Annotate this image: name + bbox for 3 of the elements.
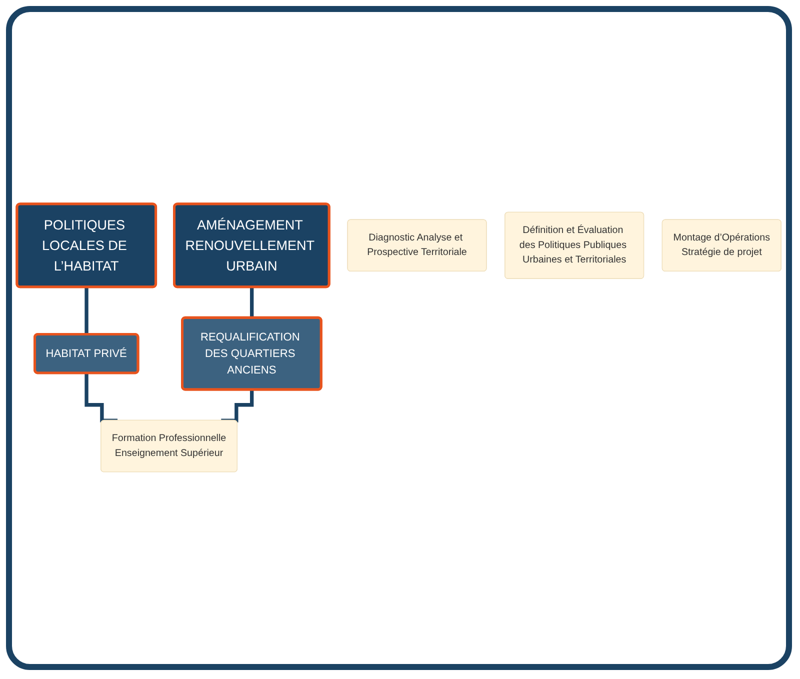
connector	[221, 388, 254, 422]
outer-frame: POLITIQUES LOCALES DE L’HABITAT AMÉNAGEMENT RENOUVELLEMENT URBAIN HABITAT PRIVÉ REQUALIFICATION DES QUARTIERS ANCIENS Diagnostic Analyse et Prospective Territoriale Définition et Évaluation des Politiques Publiques Urbaines et Territoriales Montage d’Opérations Stratégie de projet Formation Professionnelle Enseignement Supérieur	[6, 6, 792, 670]
connector	[84, 372, 118, 422]
